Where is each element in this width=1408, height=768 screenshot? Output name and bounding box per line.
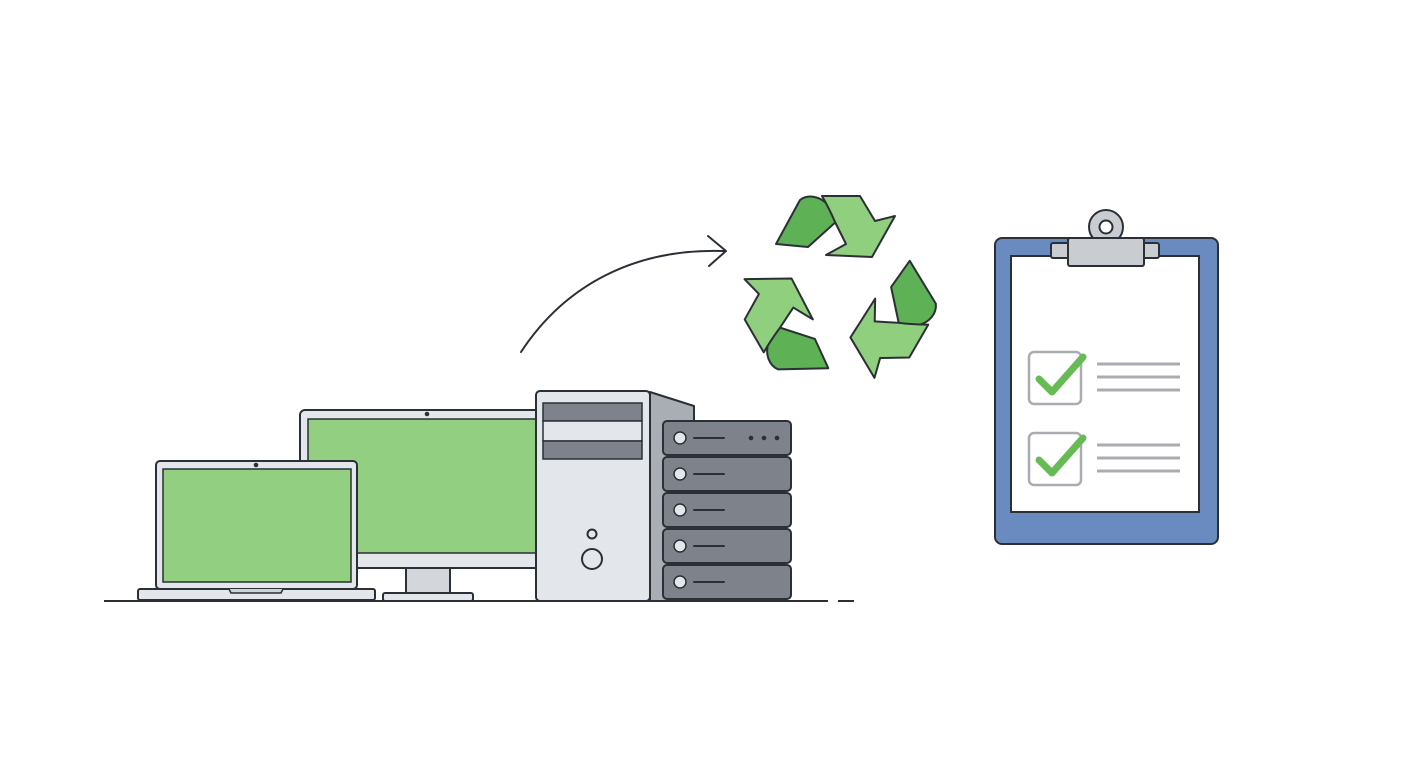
server-unit [662, 564, 792, 600]
recycle-icon [743, 195, 937, 379]
checkbox [1027, 350, 1083, 406]
recycle-arrow [775, 195, 896, 258]
arrow-to-recycling-icon [520, 235, 727, 353]
checkmark-icon [1035, 434, 1087, 477]
checklist [1027, 350, 1180, 487]
checkmark-icon [1035, 353, 1087, 396]
server-unit [662, 528, 792, 564]
checkbox [1027, 431, 1083, 487]
checklist-item [1027, 350, 1180, 406]
server-unit [662, 420, 792, 456]
server-unit [662, 492, 792, 528]
recycle-arrow [849, 259, 937, 379]
server-unit [662, 456, 792, 492]
clipboard-icon [994, 209, 1219, 545]
recycle-arrow [743, 277, 830, 371]
server-rack [662, 420, 792, 600]
laptop [137, 460, 376, 601]
checklist-item [1027, 431, 1180, 487]
clipboard-clip [1050, 209, 1160, 267]
